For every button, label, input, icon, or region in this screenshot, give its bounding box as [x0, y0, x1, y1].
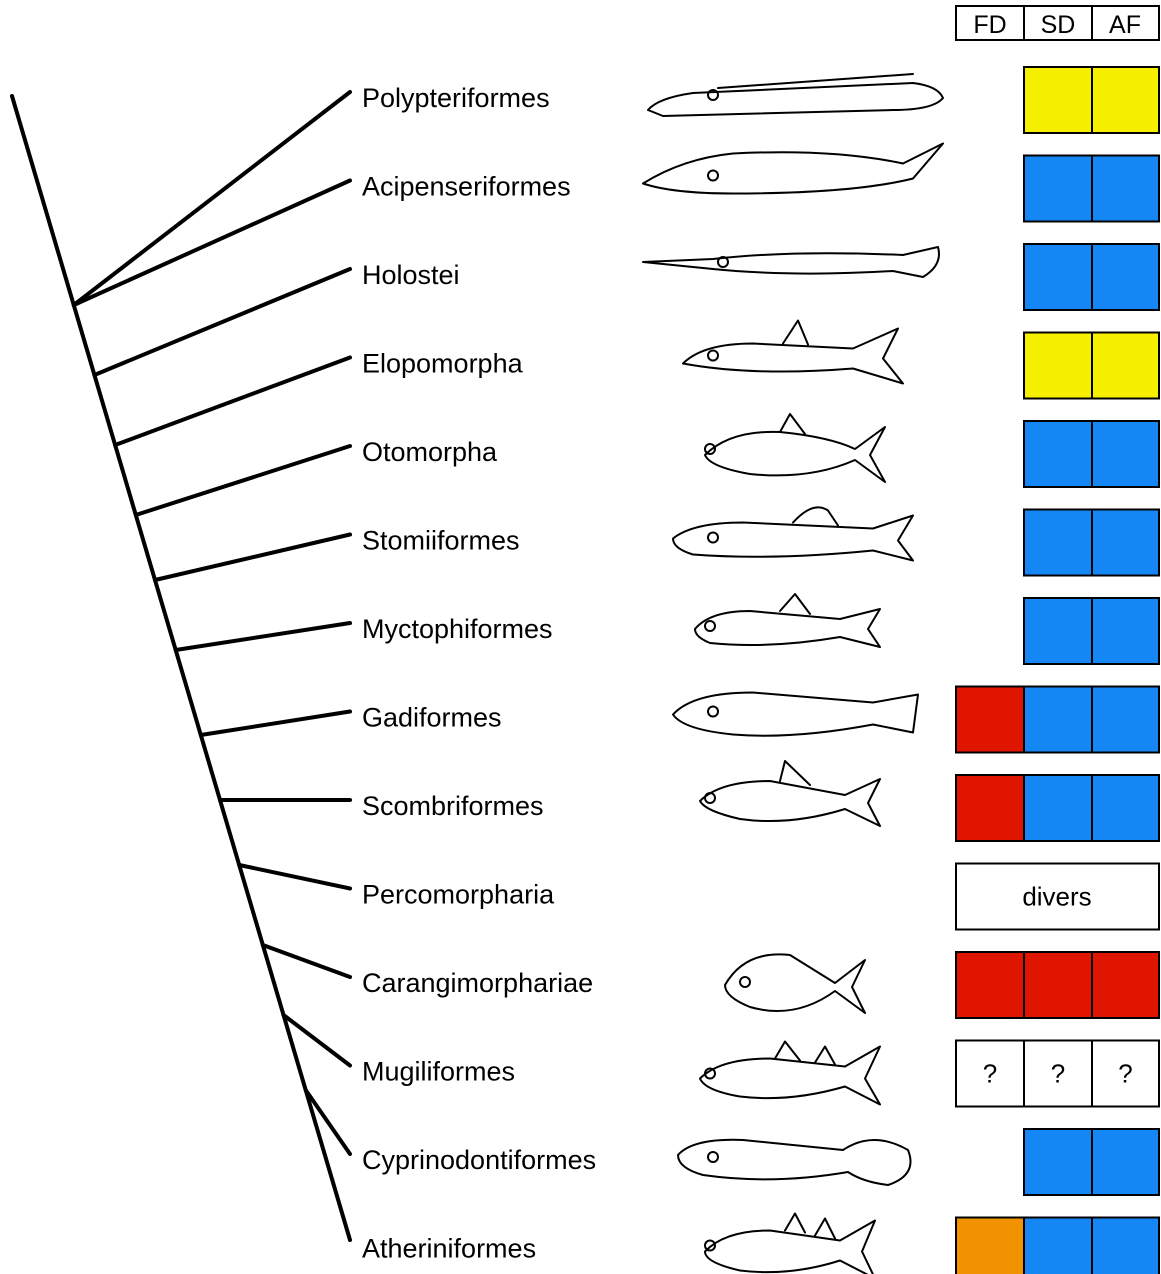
- matrix-cell: [1092, 952, 1159, 1018]
- matrix-row: [1024, 67, 1159, 133]
- matrix-cell: [1024, 333, 1092, 399]
- bichir-icon: [648, 74, 943, 116]
- matrix-cell: [1092, 775, 1159, 841]
- tree-branch: [239, 865, 350, 889]
- column-header: FD SD AF: [956, 6, 1159, 40]
- matrix-cell: [1092, 67, 1159, 133]
- matrix-cell: [1024, 598, 1092, 664]
- tree-branch: [284, 1015, 350, 1066]
- tree-branch: [306, 1090, 350, 1154]
- matrix-cell: [1092, 687, 1159, 753]
- matrix-cell: [1024, 156, 1092, 222]
- matrix-cell: [956, 1218, 1024, 1274]
- tree-branch: [176, 623, 350, 650]
- matrix-cell-text: divers: [1022, 882, 1091, 912]
- matrix-cell: [956, 687, 1024, 753]
- taxon-label: Scombriformes: [362, 791, 544, 821]
- tree-branch: [155, 535, 350, 581]
- matrix-cell: [1092, 1218, 1159, 1274]
- tree-branch: [136, 446, 350, 515]
- tree-branch: [263, 945, 350, 977]
- taxon-label: Elopomorpha: [362, 349, 524, 379]
- tree-branch: [115, 358, 350, 446]
- matrix-row: [1024, 244, 1159, 310]
- taxon-label: Stomiiformes: [362, 526, 520, 556]
- matrix-row: [1024, 421, 1159, 487]
- matrix-row: [1024, 598, 1159, 664]
- gar-icon: [643, 247, 939, 277]
- dragonfish-icon: [673, 507, 913, 560]
- taxon-label: Otomorpha: [362, 437, 498, 467]
- matrix-row: [956, 775, 1159, 841]
- taxon-label: Myctophiformes: [362, 614, 553, 644]
- matrix-cell: [1092, 510, 1159, 576]
- matrix-cell-text: ?: [1051, 1059, 1065, 1089]
- sturgeon-icon: [643, 144, 943, 194]
- taxon-label: Gadiformes: [362, 703, 502, 733]
- matrix-row: [956, 952, 1159, 1018]
- jack-icon: [725, 954, 865, 1013]
- matrix-cell: [1092, 598, 1159, 664]
- matrix-cell: [1024, 421, 1092, 487]
- matrix-cell: [1024, 1218, 1092, 1274]
- matrix-row: [1024, 156, 1159, 222]
- taxon-label: Mugiliformes: [362, 1057, 515, 1087]
- matrix-cell: [1024, 1129, 1092, 1195]
- matrix-cell: [1024, 244, 1092, 310]
- header-af: AF: [1109, 11, 1141, 39]
- herring-icon: [705, 414, 885, 482]
- mullet-icon: [700, 1042, 880, 1105]
- matrix-row: [956, 687, 1159, 753]
- tree-spine: [12, 96, 350, 1240]
- taxon-label: Percomorpharia: [362, 880, 555, 910]
- matrix-cell-text: ?: [983, 1059, 997, 1089]
- taxon-label: Carangimorphariae: [362, 968, 593, 998]
- taxon-label: Holostei: [362, 260, 460, 290]
- silverside-icon: [705, 1214, 875, 1274]
- tree-branch: [94, 269, 350, 375]
- tarpon-icon: [683, 321, 903, 384]
- matrix-row: [1024, 333, 1159, 399]
- mackerel-icon: [700, 761, 880, 826]
- matrix-cell: [1092, 244, 1159, 310]
- matrix-cell: [1092, 156, 1159, 222]
- matrix-cell: [956, 952, 1024, 1018]
- taxon-labels: PolypteriformesAcipenseriformesHolosteiE…: [362, 83, 596, 1264]
- fish-illustrations: [643, 74, 943, 1274]
- killifish-icon: [678, 1140, 911, 1185]
- taxon-label: Acipenseriformes: [362, 172, 571, 202]
- matrix-cell: [1024, 687, 1092, 753]
- matrix-row: [956, 1218, 1159, 1274]
- header-sd: SD: [1041, 11, 1076, 39]
- taxon-label: Polypteriformes: [362, 83, 550, 113]
- matrix-cell: [1024, 510, 1092, 576]
- taxon-label: Cyprinodontiformes: [362, 1145, 596, 1175]
- matrix-cell: [956, 775, 1024, 841]
- phylogenetic-tree: [12, 92, 350, 1240]
- matrix-cell: [1092, 421, 1159, 487]
- matrix-row: divers: [956, 864, 1159, 930]
- matrix-row: [1024, 1129, 1159, 1195]
- header-fd: FD: [973, 11, 1006, 39]
- matrix-cell: [1024, 952, 1092, 1018]
- matrix-cell: [1092, 333, 1159, 399]
- matrix-row: ???: [956, 1041, 1159, 1107]
- matrix-cell: [1092, 1129, 1159, 1195]
- matrix-row: [1024, 510, 1159, 576]
- cod-icon: [673, 693, 918, 736]
- matrix-cell: [1024, 67, 1092, 133]
- matrix-cell-text: ?: [1118, 1059, 1132, 1089]
- trait-matrix: divers???: [956, 67, 1159, 1274]
- taxon-label: Atheriniformes: [362, 1234, 536, 1264]
- tree-branch: [201, 712, 350, 736]
- lanternfish-icon: [695, 594, 880, 647]
- matrix-cell: [1024, 775, 1092, 841]
